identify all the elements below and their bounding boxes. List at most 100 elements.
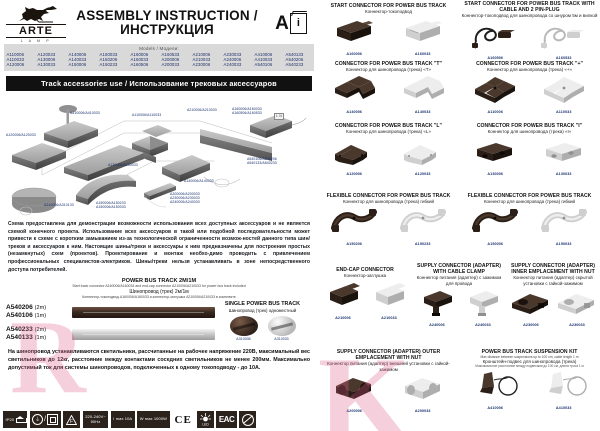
model-code: A150006 bbox=[68, 62, 87, 68]
product-image-svg bbox=[545, 142, 581, 161]
track-codes: A540233 (2m)A540133 (1m) bbox=[6, 326, 68, 342]
model-code: A160533 bbox=[161, 52, 180, 57]
product-image-svg bbox=[424, 291, 452, 317]
diagram-part-label: A410006/A410033 bbox=[70, 110, 100, 115]
product-image-svg bbox=[399, 208, 446, 232]
product-code: A130006 bbox=[487, 171, 504, 176]
product-image bbox=[331, 136, 377, 171]
product-image bbox=[472, 74, 518, 109]
product-image-svg bbox=[335, 75, 376, 99]
product-code: A240006 bbox=[429, 323, 445, 328]
track-row: A540206 (2m)A540106 (1m) bbox=[6, 301, 215, 323]
connector-title-ru: Коннектор питания (адаптер) скрытой уста… bbox=[513, 275, 593, 286]
bus-note-ru: Коннектор-токоподвод A160006/A160033 и к… bbox=[82, 294, 236, 299]
model-code: A150206 bbox=[99, 57, 118, 63]
connector-title-en: CONNECTOR FOR POWER BUS TRACK "+" bbox=[476, 61, 583, 67]
diagram-part-label: A540106/A540206 A540133/A540233 bbox=[247, 156, 277, 166]
product-item: A150206 bbox=[331, 206, 378, 246]
recycling-icon bbox=[239, 411, 257, 428]
single-track-item: A310006 bbox=[229, 316, 259, 341]
connector-products: A200006 A200033 bbox=[320, 373, 457, 413]
single-bus-track: SINGLE POWER BUS TRACK Шинопровод (трек)… bbox=[215, 301, 310, 341]
product-code: A160033 bbox=[414, 51, 431, 56]
connector-title-ru: Коннектор-токоподвод для шинопровода со … bbox=[461, 13, 598, 19]
product-image bbox=[414, 287, 460, 322]
product-code: A140006 bbox=[346, 109, 363, 114]
connector-title-en: POWER BUS TRACK SUSPENSION KIT bbox=[481, 349, 578, 355]
connector-title-ru: Коннектор питания (адаптер) внешней уста… bbox=[327, 361, 450, 372]
product-image bbox=[400, 74, 446, 109]
product-item: A210006 bbox=[320, 280, 366, 320]
product-image-svg bbox=[470, 291, 498, 317]
connector-cell-start-connector-cable: START CONNECTOR FOR POWER BUS TRACK WITH… bbox=[459, 0, 600, 60]
product-image bbox=[331, 206, 378, 241]
model-code: A410033 bbox=[254, 57, 273, 63]
track-group: A540233 (2m)A540133 (1m) bbox=[6, 323, 215, 345]
connector-title-en: FLEXIBLE CONNECTOR FOR POWER BUS TRACK bbox=[326, 193, 451, 199]
brand-logo: ARTE L A M P bbox=[6, 3, 66, 43]
connector-products: A140006 A140033 bbox=[320, 74, 457, 114]
bus-track-row: A540206 (2m)A540106 (1m) A540233 (2m)A540… bbox=[0, 301, 318, 345]
model-code: A110033 bbox=[6, 57, 25, 63]
single-track-image bbox=[229, 316, 258, 337]
connector-subtitle-en: Max distance between suspensions up to 1… bbox=[480, 355, 579, 360]
product-code: A160533 bbox=[555, 55, 572, 60]
product-image bbox=[366, 280, 412, 315]
svg-text:F: F bbox=[70, 419, 73, 425]
small-track-shape bbox=[144, 182, 176, 200]
svg-text:LED: LED bbox=[202, 423, 209, 426]
connector-title-ru: Кронштейн-подвес для шинопровода (трека) bbox=[482, 359, 577, 365]
track-code: A540106 (1m) bbox=[6, 312, 47, 320]
connector-title-ru: Коннектор-заглушка bbox=[343, 273, 387, 279]
product-item: A160506 bbox=[472, 20, 518, 60]
product-item: A240006 bbox=[414, 287, 460, 327]
connector-title-ru: Коннектор для шинопровода (трека) гибкий bbox=[483, 199, 576, 205]
product-image bbox=[331, 373, 377, 408]
voltage-icon: 220-240V~ 50Hz bbox=[82, 411, 109, 428]
mid-track-shape bbox=[64, 144, 144, 181]
model-code: A140006 bbox=[68, 52, 87, 57]
connector-title-en: SUPPLY CONNECTOR (ADAPTER) WITH CABLE CL… bbox=[417, 263, 501, 276]
model-code: A540133 bbox=[285, 52, 304, 57]
cross-connector-shape bbox=[132, 124, 172, 163]
product-image bbox=[331, 16, 377, 51]
diagram-title-bar: Track accessories use / Использование тр… bbox=[6, 75, 312, 91]
wattage-icon: W max 1000W bbox=[137, 411, 170, 428]
product-image-svg bbox=[376, 282, 406, 305]
product-code: A130033 bbox=[555, 171, 572, 176]
ce-mark-icon: CE bbox=[172, 411, 195, 428]
product-image bbox=[472, 20, 518, 55]
track-segment bbox=[200, 128, 272, 161]
connector-title-ru: Коннектор для шинопровода (трека) «T» bbox=[345, 67, 432, 73]
product-code: A150233 bbox=[414, 241, 431, 246]
model-code: A200006 bbox=[161, 57, 180, 63]
product-code: A230006 bbox=[523, 323, 539, 328]
connector-title-en: START CONNECTOR FOR POWER BUS TRACK WITH… bbox=[464, 1, 595, 14]
connector-title-en: START CONNECTOR FOR POWER BUS TRACK bbox=[330, 3, 447, 9]
model-code: A110006 bbox=[6, 52, 25, 57]
connector-cell-supply-connector-inner: SUPPLY CONNECTOR (ADAPTER) INNER EMPLACE… bbox=[506, 262, 600, 344]
product-item: A240033 bbox=[460, 287, 506, 327]
single-title-ru: Шинопровод (трек) одноместный bbox=[228, 307, 297, 313]
product-image bbox=[541, 74, 587, 109]
connector-title-ru: Коннектор-токоподвод bbox=[364, 9, 412, 15]
title-ru: ИНСТРУКЦИЯ bbox=[120, 22, 214, 37]
page-title: ASSEMBLY INSTRUCTION / ИНСТРУКЦИЯ bbox=[66, 8, 268, 38]
product-item: A140033 bbox=[400, 74, 446, 114]
model-code: A230033 bbox=[223, 52, 242, 57]
connector-cell-connector-i: CONNECTOR FOR POWER BUS TRACK "I"Коннект… bbox=[459, 122, 600, 190]
connector-cell-supply-connector-clamp: SUPPLY CONNECTOR (ADAPTER) WITH CABLE CL… bbox=[412, 262, 506, 344]
product-image-svg bbox=[403, 75, 444, 99]
track-row: A540233 (2m)A540133 (1m) bbox=[6, 323, 215, 345]
product-item: A230006 bbox=[508, 287, 554, 327]
connector-products: A150006 A150033 bbox=[461, 206, 598, 246]
product-image-svg bbox=[548, 371, 587, 396]
product-image bbox=[460, 287, 506, 322]
product-item: A410006 bbox=[472, 370, 518, 410]
product-item: A230033 bbox=[554, 287, 600, 327]
model-code: A410006 bbox=[254, 52, 273, 57]
